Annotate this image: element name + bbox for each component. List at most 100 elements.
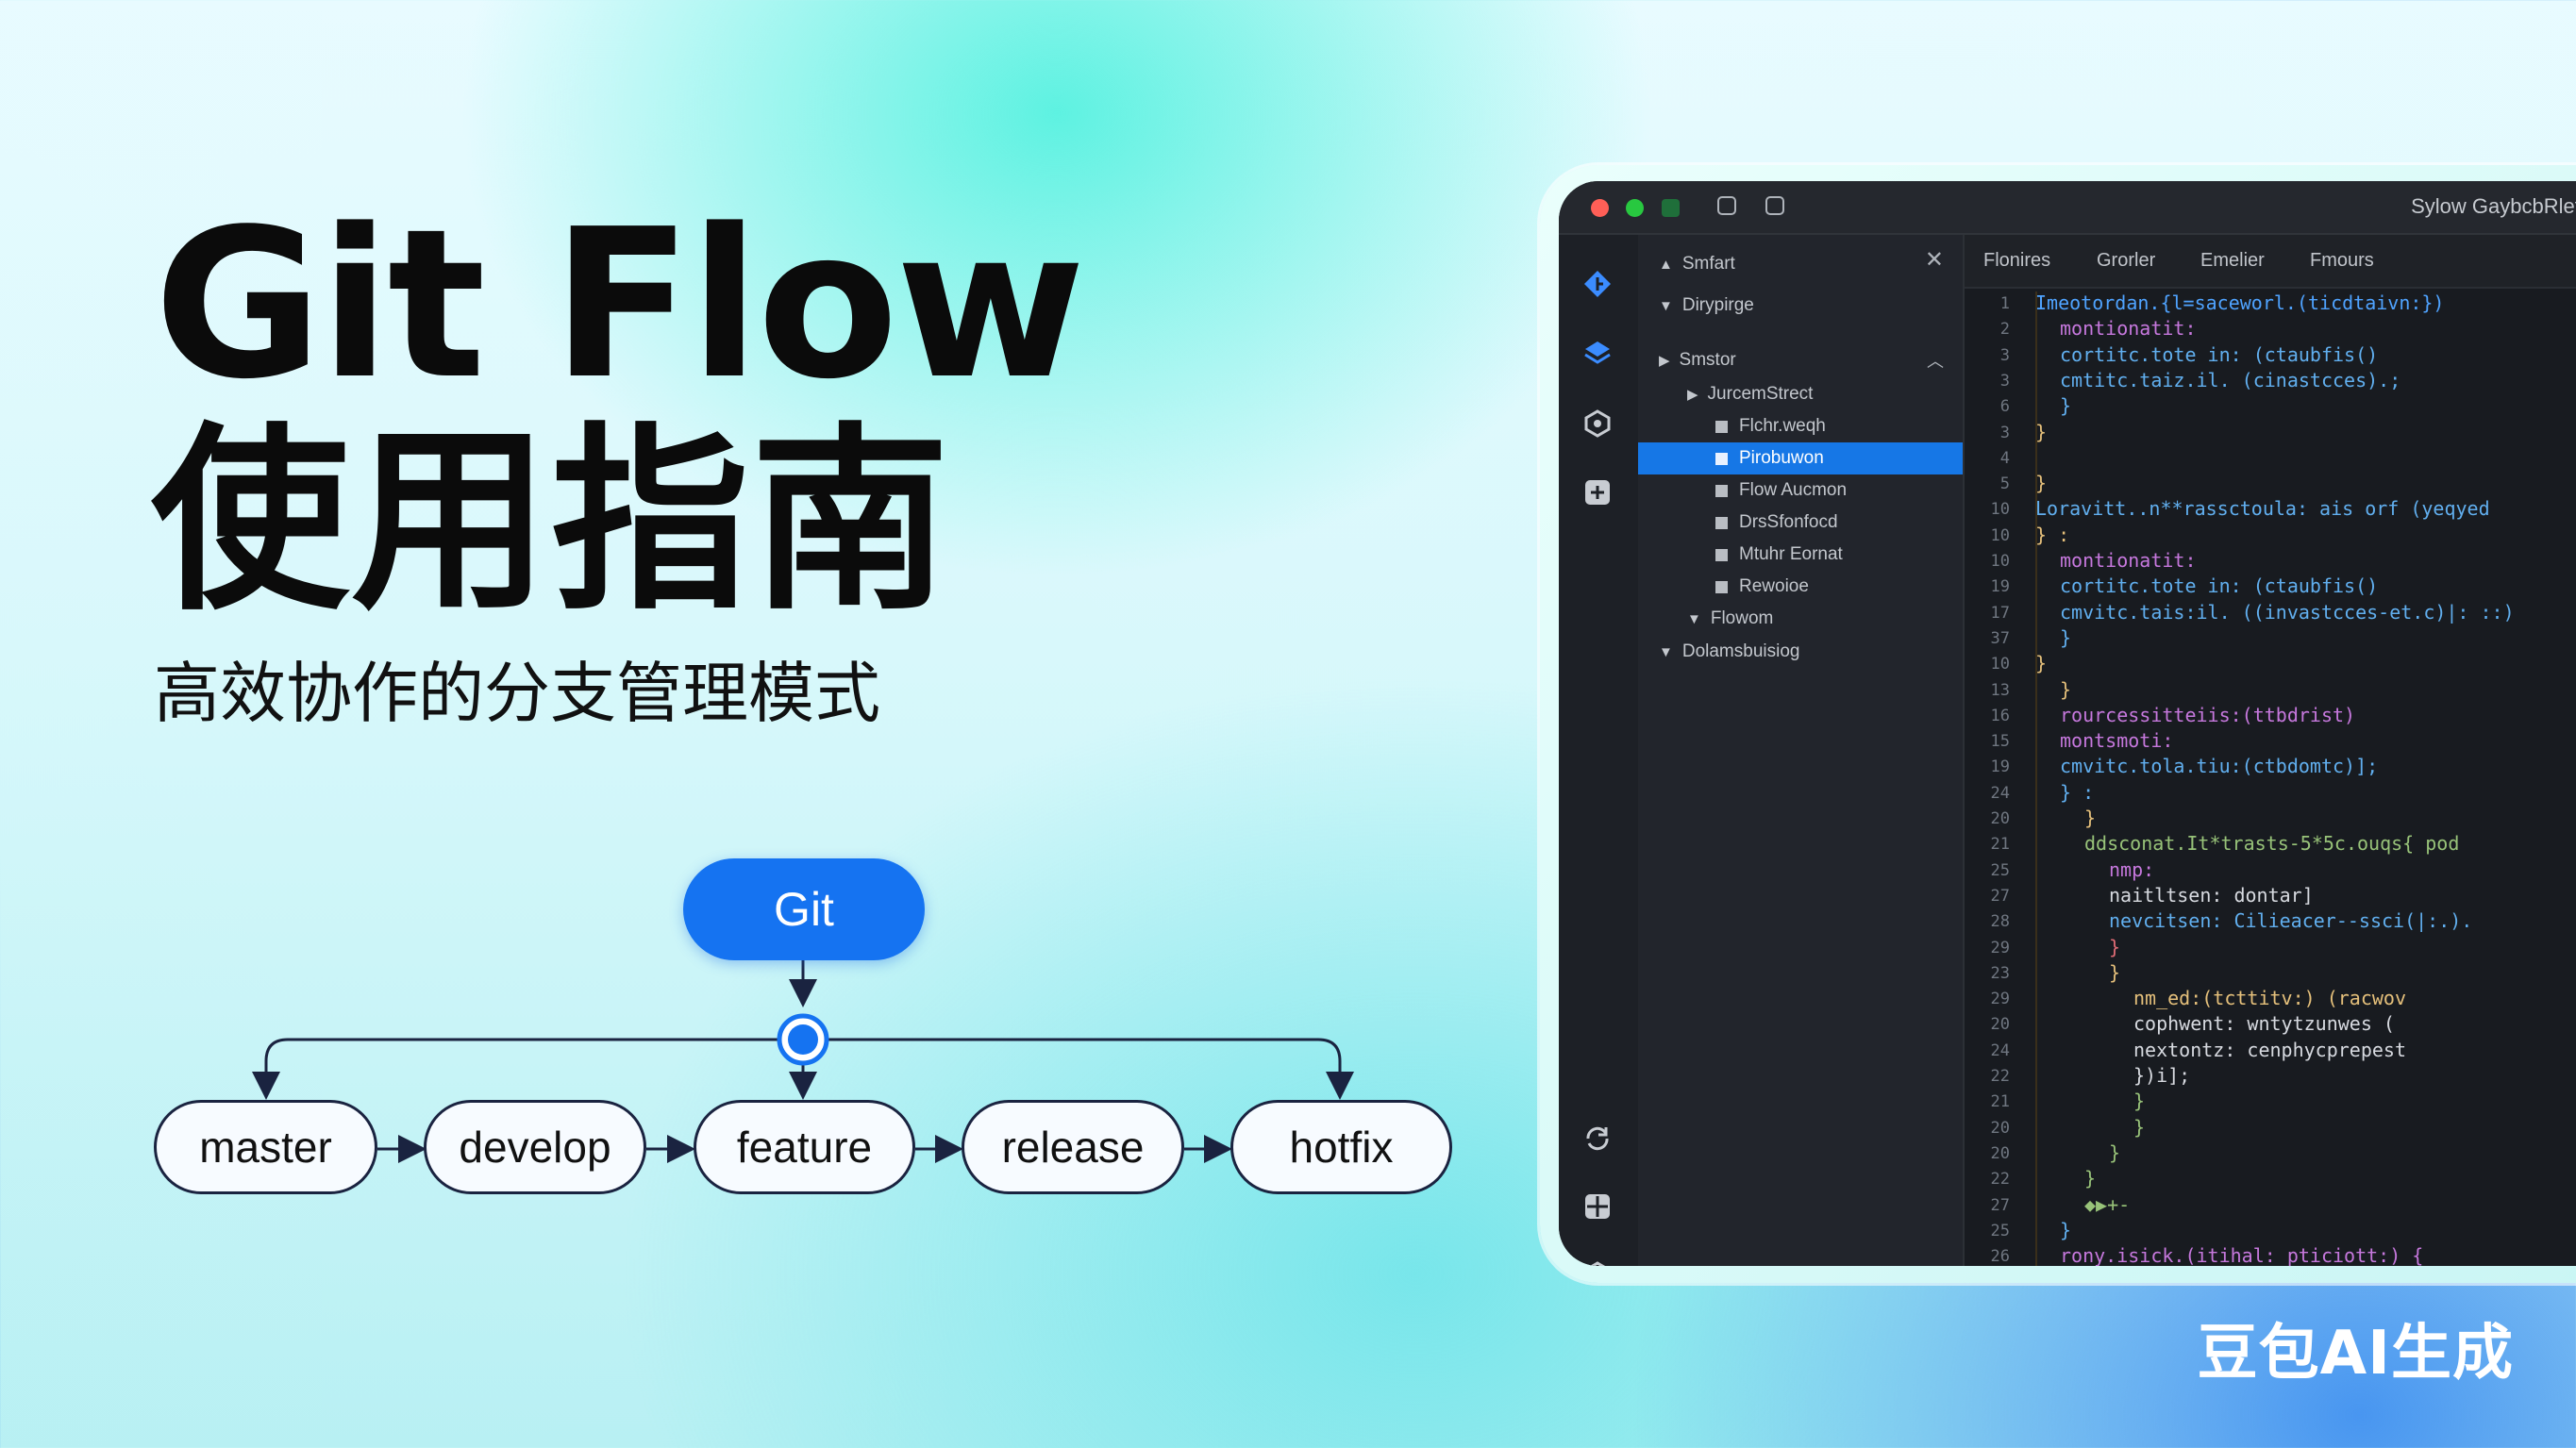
minimize-window-button[interactable]: [1626, 199, 1644, 217]
code-text: }: [2060, 625, 2072, 649]
code-text: } :: [2035, 523, 2070, 546]
tree-toggle-icon[interactable]: ▲: [1659, 256, 1673, 273]
connector-hub-to-master: [252, 1038, 779, 1100]
line-number: 20: [1990, 1015, 2010, 1035]
code-line: 23 }: [1965, 961, 2576, 987]
sidebar-item[interactable]: ▼ Dirypirge: [1638, 290, 1963, 322]
file-icon: [1715, 580, 1728, 593]
tree-toggle-icon[interactable]: ▶: [1687, 387, 1698, 403]
code-text: }: [2035, 420, 2048, 443]
sidebar-item[interactable]: Pirobuwon: [1638, 442, 1963, 474]
tab-emelier[interactable]: Emelier: [2200, 250, 2265, 271]
activity-bar: [1559, 235, 1638, 1266]
line-number: 2: [1999, 320, 2010, 340]
branch-develop: develop: [424, 1100, 646, 1194]
code-text: }: [2133, 1115, 2146, 1139]
settings-cube-icon[interactable]: [1581, 408, 1614, 440]
code-text: cmtitc.taiz.il. (cinastcces).;: [2060, 368, 2401, 391]
extensions-icon[interactable]: [1581, 1190, 1614, 1223]
code-text: } :: [2060, 780, 2095, 804]
code-text: cortitc.tote in: (ctaubfis(): [2060, 574, 2379, 598]
sidebar-item-label: JurcemStrect: [1707, 384, 1814, 404]
code-line: 10} :: [1965, 524, 2576, 549]
line-number: 22: [1990, 1067, 2010, 1086]
tab-grorler[interactable]: Grorler: [2097, 250, 2156, 271]
line-number: 24: [1990, 1040, 2010, 1060]
code-text: rony.isick.(itihal: pticiott:) {: [2060, 1244, 2424, 1266]
sync-icon[interactable]: [1581, 1123, 1614, 1155]
code-line: 6}: [1965, 394, 2576, 420]
hexagon-icon[interactable]: [1581, 1259, 1614, 1266]
code-line: 21}: [1965, 1090, 2576, 1115]
code-text: montionatit:: [2060, 317, 2197, 341]
tab-flonires[interactable]: Flonires: [1983, 250, 2051, 271]
line-number: 16: [1990, 706, 2010, 725]
sidebar-item[interactable]: ▶Smstor: [1638, 344, 1963, 376]
git-logo-icon[interactable]: [1581, 268, 1614, 300]
tree-toggle-icon[interactable]: ▼: [1659, 297, 1673, 314]
close-window-button[interactable]: [1591, 199, 1609, 217]
code-text: nevcitsen: Cilieacer--ssci(|:.).: [2109, 909, 2473, 933]
sidebar-item[interactable]: Mtuhr Eornat: [1638, 539, 1963, 571]
title-bar: Sylow GaybcbRletio: [1559, 181, 2576, 235]
sidebar-item[interactable]: ▼Flowom: [1638, 603, 1963, 635]
code-line: 20}: [1965, 1116, 2576, 1141]
line-number: 19: [1990, 577, 2010, 597]
code-line: 19 cortitc.tote in: (ctaubfis(): [1965, 574, 2576, 600]
sidebar-item-label: DrsSfonfocd: [1739, 512, 1838, 532]
file-icon: [1715, 516, 1728, 529]
line-number: 6: [1999, 397, 2010, 417]
layout-toggle-icon[interactable]: [1717, 196, 1736, 215]
code-line: 20}: [1965, 807, 2576, 832]
close-icon[interactable]: ✕: [1924, 247, 1944, 273]
sidebar-item[interactable]: Rewoioe: [1638, 571, 1963, 603]
branch-feature: feature: [694, 1100, 915, 1194]
ide-window: Sylow GaybcbRletio ✕ ︿ ▲Smfart ▼ Dirypirge…: [1559, 181, 2576, 1266]
layers-icon[interactable]: [1581, 337, 1614, 369]
zoom-window-button[interactable]: [1662, 199, 1680, 217]
line-number: 29: [1990, 938, 2010, 957]
add-square-icon[interactable]: [1581, 476, 1614, 508]
sidebar-item[interactable]: Flow Aucmon: [1638, 474, 1963, 507]
code-text: Imeotordan.{l=saceworl.(ticdtaivn:}): [2035, 291, 2445, 314]
line-number: 20: [1990, 1118, 2010, 1138]
sidebar-item[interactable]: ▶ JurcemStrect: [1638, 378, 1963, 410]
code-line: 2 montionatit:: [1965, 317, 2576, 342]
line-number: 24: [1990, 783, 2010, 803]
sidebar-item-label: Dolamsbuisiog: [1681, 641, 1800, 661]
line-number: 21: [1990, 1092, 2010, 1112]
panel-toggle-icon[interactable]: [1765, 196, 1784, 215]
tree-toggle-icon[interactable]: ▼: [1687, 610, 1701, 627]
sidebar-item[interactable]: ▲Smfart: [1638, 248, 1963, 280]
code-text: montionatit:: [2060, 549, 2197, 572]
line-number: 4: [1999, 448, 2010, 468]
hub-node-core: [788, 1024, 818, 1055]
sidebar-item[interactable]: Flchr.weqh: [1638, 410, 1963, 442]
code-line: 3 cmtitc.taiz.il. (cinastcces).;: [1965, 369, 2576, 394]
chevron-up-icon[interactable]: ︿: [1927, 352, 1944, 371]
sidebar-item-label: Rewoioe: [1739, 576, 1809, 596]
line-number: 3: [1999, 423, 2010, 442]
line-number: 3: [1999, 345, 2010, 365]
sidebar-item-label: Dirypirge: [1681, 295, 1754, 315]
tree-toggle-icon[interactable]: ▼: [1659, 643, 1673, 660]
tree-toggle-icon[interactable]: ▶: [1659, 353, 1670, 369]
code-line: 13}: [1965, 678, 2576, 704]
line-number: 3: [1999, 371, 2010, 391]
code-area[interactable]: 1 Imeotordan.{l=saceworl.(ticdtaivn:}) 2 mo…: [1965, 291, 2576, 1266]
tab-fmours[interactable]: Fmours: [2310, 250, 2374, 271]
sidebar-item[interactable]: DrsSfonfocd: [1638, 507, 1963, 539]
sidebar-item[interactable]: ▼ Dolamsbuisiog: [1638, 636, 1963, 668]
line-number: 1: [1999, 294, 2010, 313]
diagram-connectors: [252, 960, 1354, 1163]
line-number: 27: [1990, 886, 2010, 906]
code-text: }: [2035, 472, 2048, 495]
code-text: Loravitt..n**rassctoula: ais orf (yeqyed: [2035, 497, 2490, 521]
